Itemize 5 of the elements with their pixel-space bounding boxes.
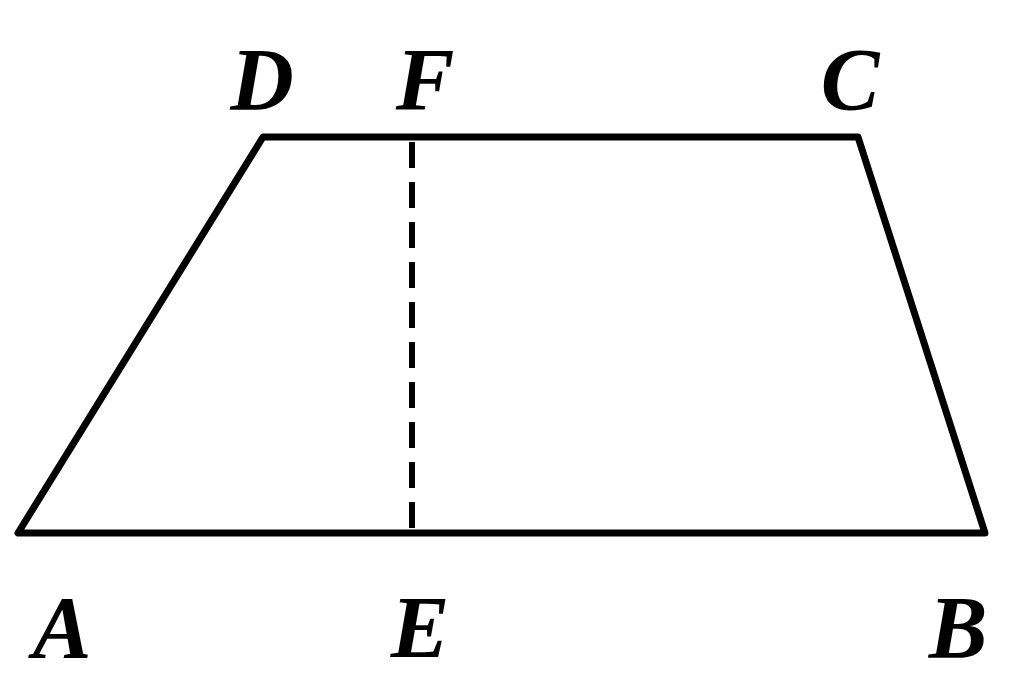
vertex-label: F — [395, 36, 455, 124]
vertex-label: D — [230, 36, 294, 124]
vertex-label: C — [820, 36, 880, 124]
vertex-label: E — [390, 584, 450, 672]
vertex-label: B — [928, 584, 988, 672]
